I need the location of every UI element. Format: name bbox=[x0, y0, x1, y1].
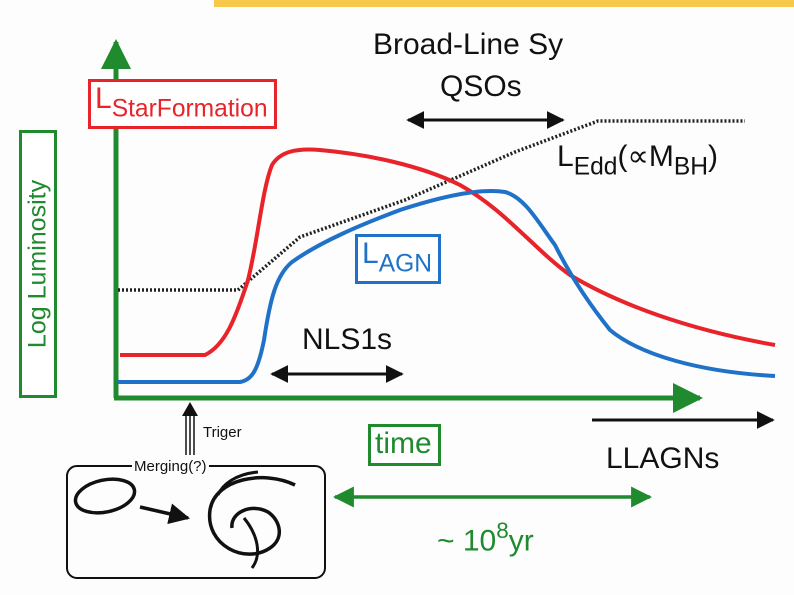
eddington-curve bbox=[118, 119, 745, 292]
y-axis-label: Log Luminosity bbox=[23, 179, 52, 349]
eddington-label-close: ) bbox=[708, 140, 719, 173]
top-bar bbox=[214, 0, 794, 7]
agn-curve bbox=[118, 189, 776, 384]
timescale-label: ~ 108yr bbox=[437, 518, 534, 558]
merging-galaxies-icon bbox=[73, 470, 296, 569]
star-formation-curve bbox=[120, 147, 776, 357]
eddington-label-bh: BH bbox=[673, 153, 709, 181]
x-axis-label-text: time bbox=[375, 427, 432, 460]
eddington-label-sub: Edd bbox=[573, 153, 618, 181]
broad-line-label: Broad-Line Sy bbox=[373, 28, 564, 61]
y-axis-label-box: Log Luminosity bbox=[19, 130, 57, 398]
star-formation-label-prefix: L bbox=[95, 82, 112, 115]
eddington-label: LEdd(∝MBH) bbox=[557, 142, 718, 180]
trigger-arrow bbox=[182, 402, 198, 455]
llagn-label: LLAGNs bbox=[606, 442, 720, 475]
star-formation-label-sub: StarFormation bbox=[111, 95, 268, 123]
star-formation-label: LStarFormation bbox=[88, 79, 277, 130]
agn-label-prefix: L bbox=[362, 237, 379, 270]
qso-label: QSOs bbox=[440, 70, 522, 103]
eddington-label-proportional: (∝M bbox=[617, 140, 674, 173]
timescale-unit: yr bbox=[508, 524, 534, 558]
timescale-exponent: 8 bbox=[496, 518, 509, 543]
agn-label-sub: AGN bbox=[378, 250, 432, 278]
agn-label: LAGN bbox=[355, 234, 441, 285]
nls1-label: NLS1s bbox=[302, 323, 393, 356]
x-axis-label: time bbox=[368, 424, 441, 466]
eddington-label-prefix: L bbox=[557, 140, 574, 173]
timescale-prefix: ~ 10 bbox=[437, 524, 497, 558]
merging-label: Merging(?) bbox=[132, 458, 209, 475]
trigger-label: Triger bbox=[203, 424, 242, 441]
